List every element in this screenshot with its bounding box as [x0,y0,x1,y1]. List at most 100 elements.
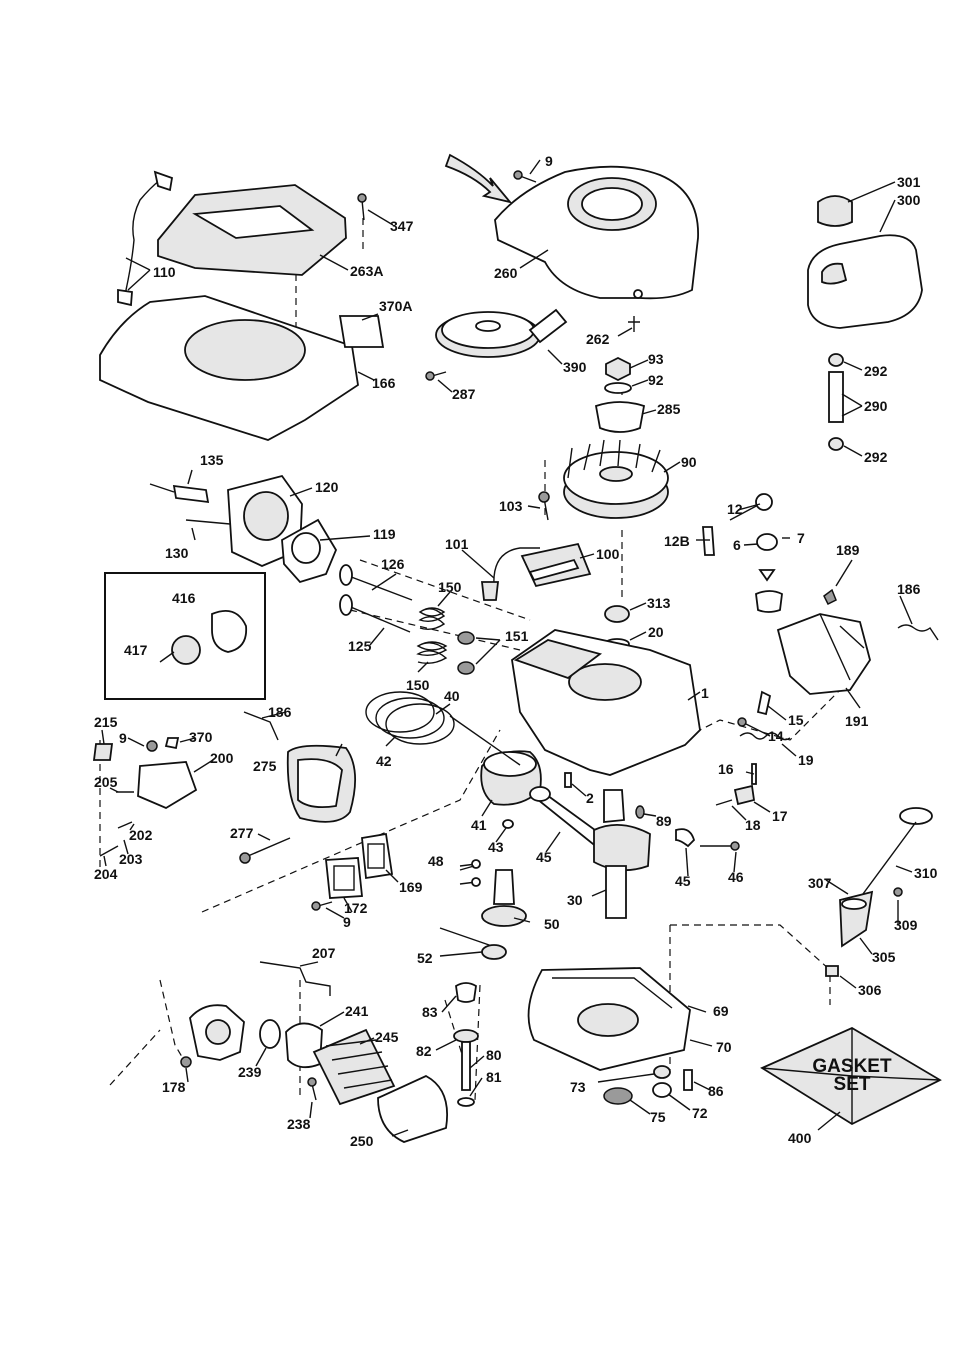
gasket-set-label: GASKET SET [812,1056,892,1095]
part-number-label: 45 [675,873,691,889]
part-number-label: 189 [836,542,860,558]
part-number-label: 307 [808,875,832,891]
part-number-label: 204 [94,866,118,882]
part-number-label: 130 [165,545,189,561]
part-number-label: 250 [350,1133,374,1149]
part-number-label: 370A [379,298,412,314]
part-number-label: 292 [864,363,888,379]
part-number-label: 6 [733,537,741,553]
part-number-label: 202 [129,827,153,843]
part-number-label: 416 [172,590,196,606]
part-number-label: 41 [471,817,487,833]
part-number-label: 151 [505,628,529,644]
part-number-label: 287 [452,386,476,402]
part-number-label: 20 [648,624,664,640]
part-number-label: 119 [373,526,396,542]
part-number-label: 310 [914,865,938,881]
part-number-label: 72 [692,1105,708,1121]
part-number-label: 16 [718,761,734,777]
part-number-label: 103 [499,498,523,514]
part-number-label: 277 [230,825,254,841]
part-number-label: 86 [708,1083,724,1099]
part-number-label: 241 [345,1003,369,1019]
part-number-label: 7 [797,530,805,546]
part-number-label: 305 [872,949,896,965]
part-number-label: 2 [586,790,594,806]
part-number-label: 48 [428,853,444,869]
part-number-label: 81 [486,1069,502,1085]
part-number-label: 19 [798,752,814,768]
part-number-label: 12B [664,533,690,549]
part-number-label: 239 [238,1064,262,1080]
part-number-label: 70 [716,1039,732,1055]
part-number-label: 42 [376,753,392,769]
part-number-label: 52 [417,950,433,966]
part-number-label: 30 [567,892,583,908]
part-number-label: 45 [536,849,552,865]
part-number-label: 9 [343,914,351,930]
part-number-label: 200 [210,750,234,766]
part-number-label: 43 [488,839,504,855]
part-number-label: 83 [422,1004,438,1020]
part-artwork [92,153,942,1143]
part-number-label: 290 [864,398,888,414]
part-number-label: 205 [94,774,118,790]
part-number-label: 100 [596,546,620,562]
part-number-label: 69 [713,1003,729,1019]
part-number-label: 89 [656,813,672,829]
part-number-label: 110 [153,264,176,280]
part-number-label: 309 [894,917,918,933]
part-number-label: 126 [381,556,405,572]
part-number-label: 9 [545,153,553,169]
part-number-label: 9 [119,730,127,746]
part-number-label: 390 [563,359,587,375]
part-number-label: 347 [390,218,414,234]
part-number-label: 18 [745,817,761,833]
part-number-label: 80 [486,1047,502,1063]
part-number-label: 417 [124,642,148,658]
part-number-label: 178 [162,1079,186,1095]
part-number-label: 92 [648,372,664,388]
part-number-label: 245 [375,1029,399,1045]
part-number-label: 15 [788,712,804,728]
part-number-label: 166 [372,375,396,391]
part-number-label: 169 [399,879,423,895]
part-number-label: 150 [406,677,430,693]
part-number-label: 93 [648,351,664,367]
leader-lines [101,159,913,1137]
part-number-label: 135 [200,452,224,468]
part-number-label: 1 [701,685,709,701]
part-number-label: 101 [445,536,469,552]
part-number-label: 313 [647,595,671,611]
part-number-label: 306 [858,982,882,998]
part-number-label: 370 [189,729,213,745]
part-number-label: 120 [315,479,339,495]
gasket-set-text-line1: GASKET [812,1056,892,1077]
part-number-label: 14 [768,728,784,744]
part-number-label: 172 [344,900,368,916]
part-number-label: 275 [253,758,277,774]
part-number-label: 301 [897,174,921,190]
part-number-label: 260 [494,265,518,281]
part-number-label: 12 [727,501,743,517]
part-number-label: 90 [681,454,697,470]
part-number-label: 203 [119,851,143,867]
part-number-label: 285 [657,401,681,417]
part-number-label: 207 [312,945,336,961]
part-number-label: 150 [438,579,462,595]
part-number-label: 125 [348,638,372,654]
part-number-label: 191 [845,713,869,729]
part-number-label: 73 [570,1079,586,1095]
part-number-label: 186 [897,581,921,597]
part-number-label: 238 [287,1116,311,1132]
part-number-label: 262 [586,331,610,347]
gasket-set-text-line2: SET [834,1074,871,1095]
part-number-label: 400 [788,1130,812,1146]
part-number-label: 300 [897,192,921,208]
part-number-label: 263A [350,263,383,279]
part-number-label: 82 [416,1043,432,1059]
part-number-label: 50 [544,916,560,932]
part-number-label: 215 [94,714,118,730]
